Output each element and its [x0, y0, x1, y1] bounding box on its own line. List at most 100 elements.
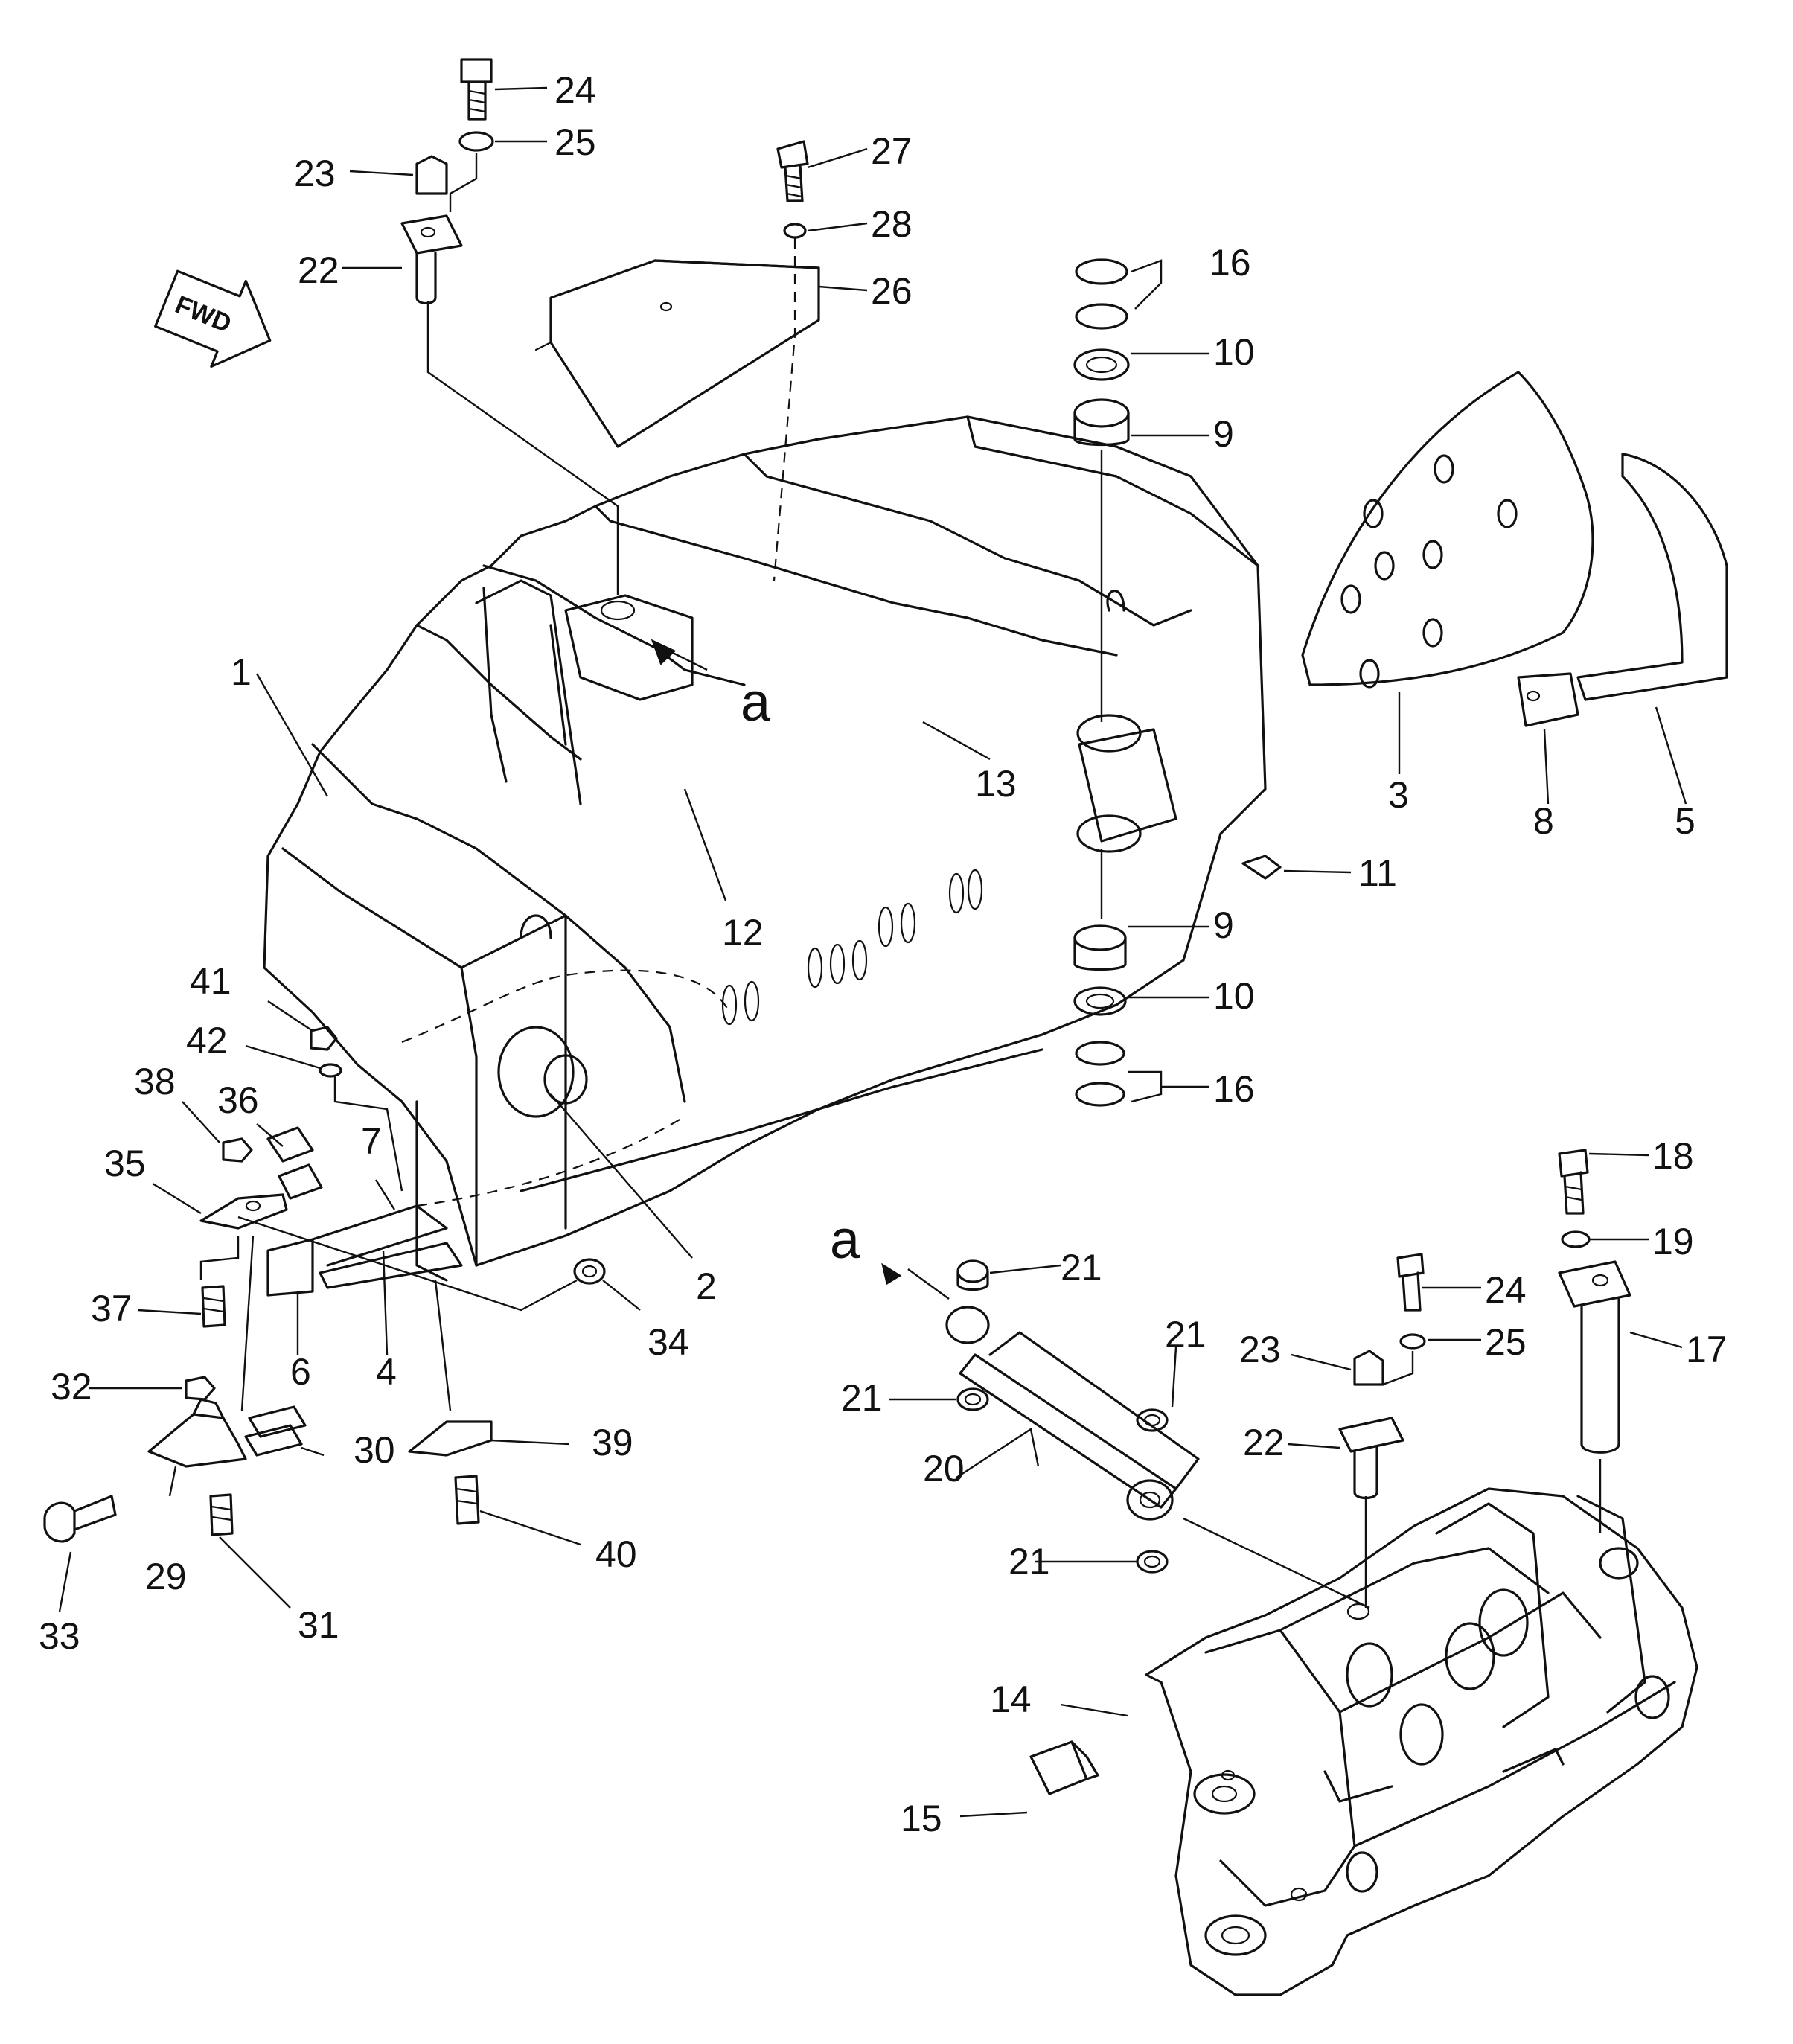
callout-21-d: 21	[1009, 1541, 1050, 1582]
pin-22-top	[400, 214, 463, 305]
grease-fitting-23-bottom	[1353, 1350, 1384, 1386]
spherical-bushing-21-d	[1136, 1550, 1169, 1574]
spherical-bushing-21-b	[956, 1387, 989, 1411]
callout-labels: 1 2 3 4 5 6 7 8 9 9 10 10 11 12 13 14 15…	[39, 69, 1728, 1839]
clip-15	[1029, 1740, 1099, 1795]
callout-33: 33	[39, 1615, 80, 1657]
bolt-24-bottom	[1396, 1253, 1425, 1312]
callout-4: 4	[376, 1351, 397, 1393]
pin-17	[1558, 1260, 1631, 1454]
shim-36	[266, 1126, 323, 1200]
nut-41	[310, 1026, 338, 1051]
spherical-bushing-21-c	[1136, 1408, 1169, 1432]
callout-17: 17	[1686, 1329, 1728, 1370]
view-mark-upper: a	[741, 673, 771, 732]
callout-41: 41	[190, 960, 231, 1002]
callout-1: 1	[231, 651, 252, 693]
bolt-33	[43, 1495, 117, 1543]
callout-31: 31	[298, 1604, 339, 1646]
callout-28: 28	[871, 203, 913, 245]
callout-26: 26	[871, 270, 913, 312]
callout-42: 42	[186, 1020, 228, 1061]
bolt-27	[776, 140, 809, 202]
frame-slots	[721, 869, 983, 1026]
callout-23-top: 23	[294, 153, 336, 194]
callout-11: 11	[1358, 852, 1397, 894]
callout-10-top: 10	[1213, 331, 1255, 373]
washer-25-bottom	[1399, 1333, 1426, 1350]
washer-28	[783, 223, 807, 239]
washer-42	[319, 1063, 342, 1078]
callout-8: 8	[1533, 800, 1554, 842]
callout-6: 6	[290, 1351, 311, 1393]
callout-35: 35	[104, 1143, 146, 1184]
callout-21-b: 21	[841, 1377, 883, 1419]
fwd-arrow-icon: FWD	[154, 269, 272, 368]
callout-13: 13	[975, 763, 1017, 805]
nut-32	[185, 1376, 216, 1401]
callout-9-top: 9	[1213, 413, 1234, 455]
trunnion-frame	[1145, 1487, 1698, 1996]
callout-29: 29	[145, 1556, 187, 1597]
main-frame-outline	[263, 415, 1267, 1282]
callout-19: 19	[1652, 1221, 1694, 1262]
callout-14: 14	[990, 1679, 1032, 1720]
callout-25-top: 25	[554, 121, 596, 163]
callout-32: 32	[51, 1366, 92, 1408]
leader-lines	[58, 86, 1687, 1818]
callout-25-bottom: 25	[1485, 1321, 1527, 1363]
shim-16-b	[1075, 303, 1128, 330]
plate-6	[266, 1204, 448, 1297]
callout-38: 38	[134, 1061, 176, 1102]
callout-16-bottom: 16	[1213, 1068, 1255, 1110]
callout-18: 18	[1652, 1135, 1694, 1177]
seal-10-top	[1073, 348, 1130, 381]
bushing-9-bottom	[1073, 924, 1127, 971]
grease-fitting-11	[1241, 855, 1282, 880]
washer-19	[1561, 1230, 1591, 1248]
bolt-18	[1558, 1149, 1589, 1215]
callout-20: 20	[923, 1448, 965, 1489]
nut-38	[222, 1137, 253, 1163]
plate-4	[319, 1242, 463, 1289]
pin-22-bottom	[1338, 1417, 1404, 1500]
side-guard	[1576, 453, 1728, 701]
assembly-lines	[199, 153, 1602, 1609]
nut-34	[573, 1258, 606, 1285]
callout-15: 15	[901, 1798, 942, 1839]
shim-30	[244, 1405, 307, 1457]
callout-30: 30	[354, 1429, 395, 1471]
shim-16-a	[1075, 258, 1128, 285]
callout-2: 2	[696, 1265, 717, 1307]
callout-5: 5	[1675, 800, 1695, 842]
bolt-40	[454, 1475, 480, 1525]
callout-22-top: 22	[298, 249, 339, 291]
shim-16-c	[1075, 1041, 1125, 1066]
callout-24-top: 24	[554, 69, 596, 111]
bolt-24-top	[460, 58, 493, 121]
shoe-39	[408, 1420, 493, 1457]
spherical-bushing-21-a	[956, 1259, 989, 1291]
side-plate	[1301, 371, 1594, 689]
callout-39: 39	[592, 1422, 633, 1463]
callout-34: 34	[648, 1321, 689, 1363]
callout-36: 36	[217, 1079, 259, 1121]
callout-40: 40	[595, 1533, 637, 1575]
callout-37: 37	[91, 1288, 132, 1329]
bracket-8	[1517, 672, 1579, 727]
view-mark-lower: a	[830, 1210, 860, 1270]
bolt-37	[201, 1285, 226, 1328]
callout-10-bottom: 10	[1213, 975, 1255, 1017]
callout-22-bottom: 22	[1243, 1422, 1285, 1463]
callout-27: 27	[871, 130, 913, 172]
callout-23-bottom: 23	[1239, 1329, 1281, 1370]
bolt-31	[209, 1493, 234, 1536]
callout-21-c: 21	[1165, 1314, 1206, 1355]
callout-24-bottom: 24	[1485, 1269, 1527, 1311]
shim-16-d	[1075, 1082, 1125, 1107]
cylinder-20	[945, 1306, 1200, 1521]
fwd-label: FWD	[171, 290, 235, 338]
callout-16-top: 16	[1209, 242, 1251, 284]
bracket-35	[199, 1193, 288, 1230]
